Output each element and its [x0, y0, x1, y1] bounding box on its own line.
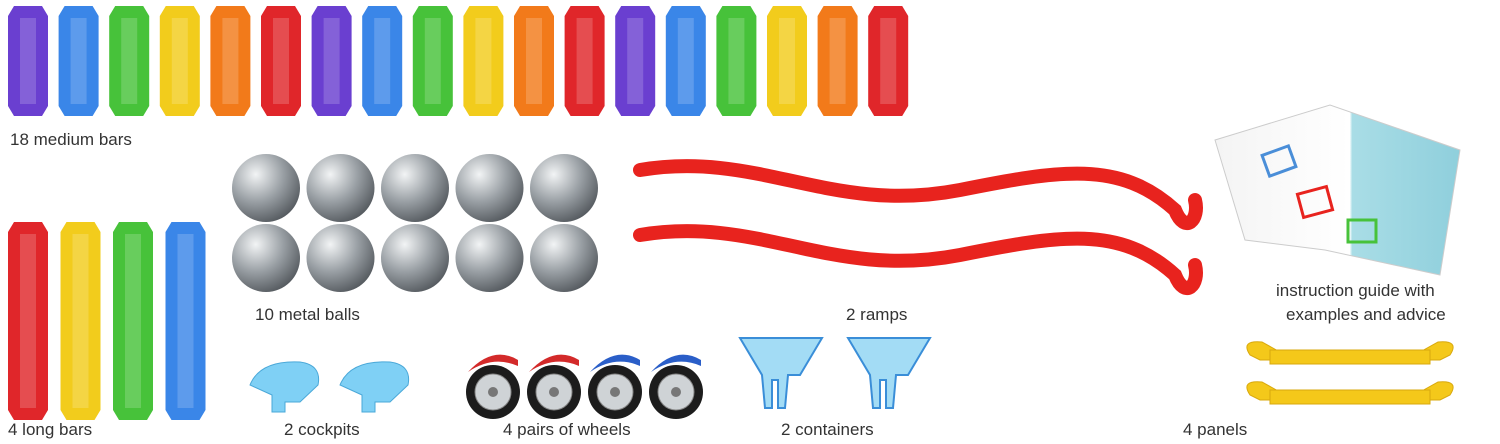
bar	[817, 6, 858, 116]
wheels-group	[466, 354, 703, 419]
cockpits-group	[249, 361, 410, 413]
bar	[261, 6, 301, 116]
bar	[665, 6, 706, 116]
ramps-group	[633, 159, 1203, 295]
bar	[514, 6, 554, 116]
bar	[362, 6, 403, 116]
wheel	[588, 354, 642, 419]
bar	[109, 6, 150, 116]
guide-label-line2: examples and advice	[1286, 305, 1446, 324]
container	[738, 337, 824, 409]
metal-balls-group	[232, 154, 598, 292]
metal-ball	[381, 154, 449, 222]
bar	[210, 6, 251, 116]
metal-ball	[306, 154, 375, 222]
bar	[412, 6, 453, 116]
cockpit	[249, 361, 320, 413]
container	[846, 337, 932, 409]
bar	[8, 6, 48, 116]
instruction-guide-image	[1214, 104, 1461, 276]
bar	[60, 222, 101, 420]
metal-ball	[232, 154, 300, 222]
ramp	[633, 224, 1203, 295]
panels-group	[1246, 341, 1454, 405]
bar	[868, 6, 909, 116]
bar	[564, 6, 605, 116]
metal-ball	[455, 224, 524, 292]
bar	[463, 6, 504, 116]
wheel	[466, 354, 520, 419]
metal-ball	[455, 154, 524, 222]
bar	[165, 222, 206, 420]
long-bars-label: 4 long bars	[8, 420, 93, 439]
wheel	[649, 354, 703, 419]
bar	[311, 6, 352, 116]
metal-ball	[306, 224, 375, 292]
bar	[716, 6, 757, 116]
bar	[159, 6, 200, 116]
bar	[113, 222, 153, 420]
bar	[767, 6, 807, 116]
metal-ball	[381, 224, 449, 292]
wheels-label: 4 pairs of wheels	[503, 420, 631, 439]
wheel	[527, 354, 581, 419]
containers-label: 2 containers	[781, 420, 874, 439]
panels-label: 4 panels	[1183, 420, 1248, 439]
metal-ball	[530, 154, 598, 222]
long-bars-group	[8, 222, 206, 420]
metal-ball	[530, 224, 598, 292]
ramps-label: 2 ramps	[846, 305, 908, 324]
bar	[58, 6, 99, 116]
guide-label-line1: instruction guide with	[1276, 281, 1435, 300]
metal-ball	[232, 224, 300, 292]
panel	[1269, 389, 1431, 405]
bar	[615, 6, 656, 116]
containers-group	[738, 337, 932, 409]
metal-balls-label: 10 metal balls	[255, 305, 360, 324]
medium-bars-group	[8, 6, 909, 116]
medium-bars-label: 18 medium bars	[10, 130, 132, 149]
panel	[1269, 349, 1431, 365]
cockpit	[339, 361, 410, 413]
bar	[8, 222, 48, 420]
cockpits-label: 2 cockpits	[284, 420, 360, 439]
ramp	[633, 159, 1203, 230]
